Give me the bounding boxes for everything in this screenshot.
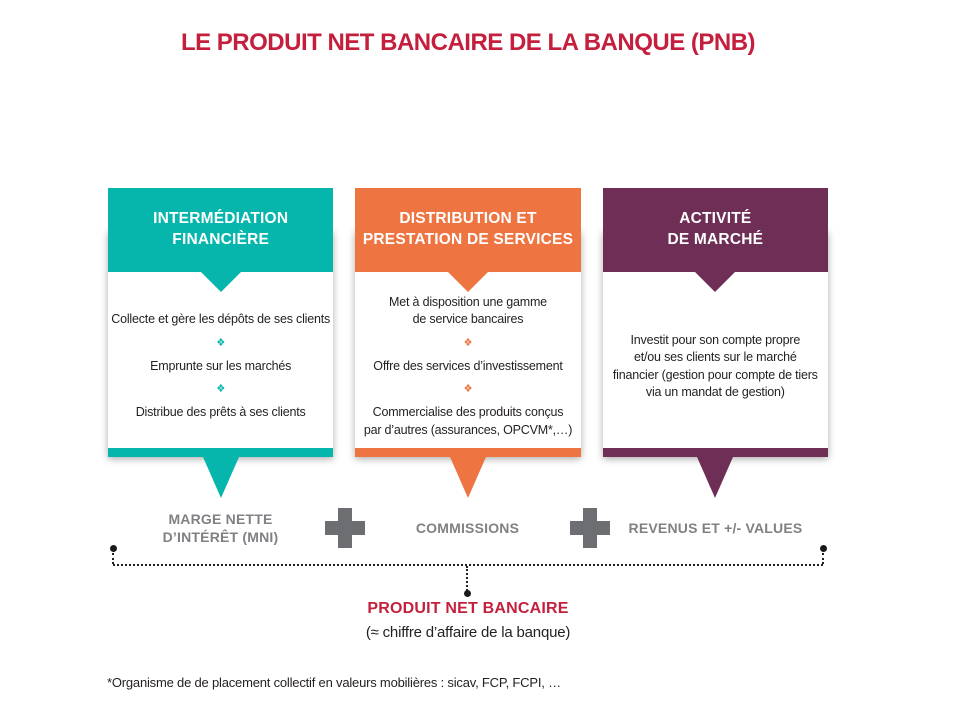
page-title: LE PRODUIT NET BANCAIRE DE LA BANQUE (PN… (180, 29, 756, 56)
list-item: Distribue des prêts à ses clients (135, 405, 306, 420)
card-items: Met à disposition une gamme de service b… (359, 290, 576, 443)
dotted-connector-vertical (466, 566, 468, 591)
card-bottom-bar (602, 448, 828, 457)
diamond-separator-icon: ❖ (216, 336, 225, 349)
plus-icon (325, 508, 365, 548)
card-items: Collecte et gère les dépôts de ses clien… (111, 290, 331, 443)
card-bottom-bar (355, 448, 581, 457)
sum-row: MARGE NETTE D’INTÉRÊT (MNI) COMMISSIONS … (108, 505, 828, 551)
connector-dot (464, 590, 471, 597)
card-header: DISTRIBUTION ET PRESTATION DE SERVICES (355, 188, 581, 292)
plus-icon (570, 508, 610, 548)
diamond-separator-icon: ❖ (216, 383, 225, 396)
list-item: Met à disposition une gamme de service b… (389, 294, 547, 327)
card-distribution-prestation: DISTRIBUTION ET PRESTATION DE SERVICES M… (355, 188, 581, 498)
list-item: Investit pour son compte propre et/ou se… (612, 332, 818, 400)
dotted-connector-vertical (822, 553, 824, 564)
card-items: Investit pour son compte propre et/ou se… (607, 290, 824, 443)
dotted-connector-horizontal (113, 564, 823, 566)
diamond-separator-icon: ❖ (463, 336, 473, 349)
dotted-connector-vertical (112, 553, 114, 564)
result-label-commissions: COMMISSIONS (415, 519, 520, 536)
connector-dot (820, 545, 827, 552)
card-header: ACTIVITÉ DE MARCHÉ (602, 188, 828, 292)
diamond-separator-icon: ❖ (463, 383, 473, 396)
card-bottom-bar (108, 448, 334, 457)
card-intermediation-financiere: INTERMÉDIATION FINANCIÈRE Collecte et gè… (108, 188, 334, 498)
list-item: Commercialise des produits conçus par d’… (363, 405, 573, 437)
card-activite-de-marche: ACTIVITÉ DE MARCHÉ Investit pour son com… (602, 188, 828, 498)
card-header: INTERMÉDIATION FINANCIÈRE (108, 188, 334, 292)
final-result-sublabel: (≈ chiffre d’affaire de la banque) (365, 624, 571, 641)
list-item: Emprunte sur les marchés (150, 358, 292, 373)
arrow-down-icon (449, 457, 486, 498)
list-item: Collecte et gère les dépôts de ses clien… (111, 312, 331, 327)
result-label-revenus: REVENUS ET +/- VALUES (628, 519, 803, 536)
list-item: Offre des services d’investissement (373, 358, 563, 373)
connector-dot (110, 545, 117, 552)
footnote: *Organisme de de placement collectif en … (107, 675, 561, 690)
final-result: PRODUIT NET BANCAIRE (≈ chiffre d’affair… (0, 600, 936, 641)
final-result-label: PRODUIT NET BANCAIRE (367, 600, 569, 617)
result-label-marge-nette: MARGE NETTE D’INTÉRÊT (MNI) (162, 510, 279, 545)
arrow-down-icon (202, 457, 239, 498)
columns-container: INTERMÉDIATION FINANCIÈRE Collecte et gè… (108, 188, 828, 498)
arrow-down-icon (697, 457, 734, 498)
